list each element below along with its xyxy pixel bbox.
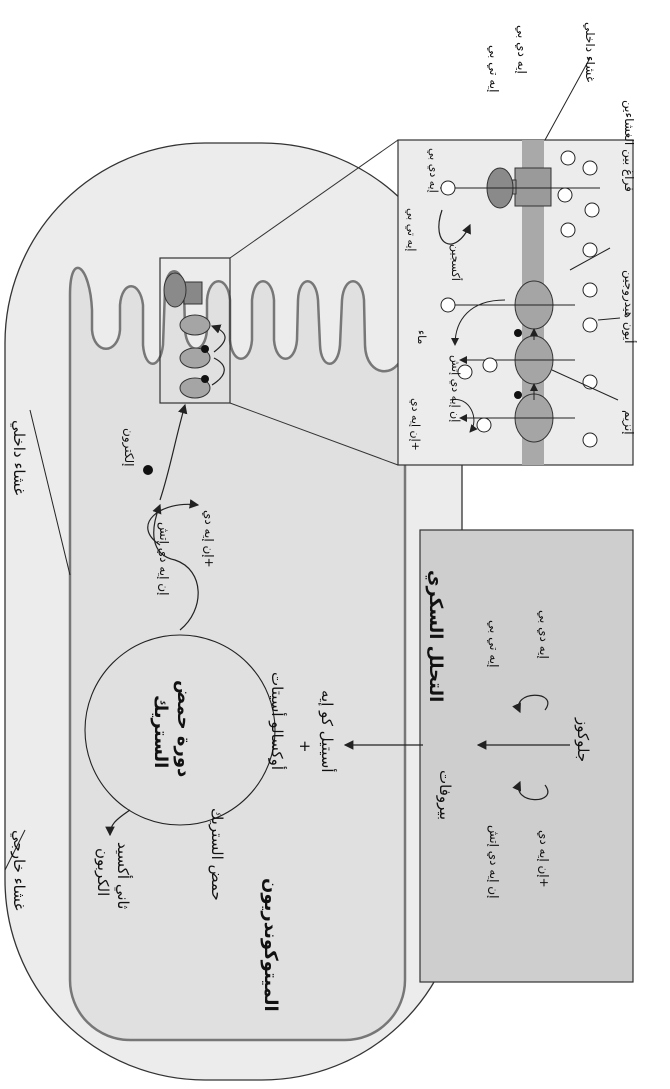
glycolysis-nad-loop (512, 780, 549, 801)
inset-nadh-label: إن إيه دي إتش (449, 355, 462, 422)
inset-source-box (159, 257, 231, 404)
glycolysis-nad-label: إن إيه دي+ (537, 830, 551, 888)
atp-synthase-small-stalk (183, 281, 203, 305)
outer-membrane-label: غشاء خارجي (9, 830, 28, 911)
pyruvate-label: بيروفات (436, 770, 454, 820)
electron-dot-inset-1 (514, 329, 522, 337)
glycolysis-adp-label: إيه دي بي (537, 610, 551, 659)
enzyme-small-2 (179, 347, 211, 369)
enzyme-small-1 (179, 314, 211, 336)
inset-connector-bottom (229, 402, 399, 466)
inner-membrane-left-pointer (29, 409, 71, 576)
atp-synthase-stalk (514, 167, 552, 207)
glycolysis-nadh-label: إن إيه دي إتش (486, 825, 501, 898)
water-label: ماء (415, 330, 428, 345)
nadh-loop-arrow (152, 503, 199, 631)
inner-membrane-pointer (544, 57, 591, 141)
inset-inner-membrane-label: غشاء داخلي (583, 22, 597, 82)
electron-dot-small-2 (201, 375, 209, 383)
inset-adp-label: إيه دي بي (515, 25, 529, 74)
glycolysis-atp-label: إيه تي بي (487, 620, 501, 667)
oxygen-label: أكسجين (449, 244, 463, 281)
oxaloacetate-label: أوكسالو أسيتات (268, 672, 287, 770)
inset-connector-top (229, 139, 399, 259)
oxygen-to-water-arrow (451, 299, 506, 346)
nadh-label: إن إيه دي إتش (156, 522, 171, 595)
electron-dot-small-1 (201, 345, 209, 353)
glycolysis-title: التحلل السكري (425, 570, 446, 702)
intermembrane-space-label: فراغ بين الغشاءين (621, 100, 636, 192)
inset-nad-label: إن إيه دي+ (409, 398, 422, 451)
enzyme-pointer (551, 369, 619, 401)
outer-membrane-pointer (4, 829, 26, 871)
hydrogen-ion-label: أيون هيدروجين (621, 270, 637, 344)
krebs-title-line1: دورة حمض (173, 680, 194, 777)
enzyme-label: إنزيم (621, 410, 636, 435)
intermembrane-space-pointer (569, 247, 611, 271)
co2-label-line1: ثاني أكسيد (113, 842, 133, 909)
hydrogen-ion-group-outer (557, 150, 600, 448)
inset-inner-adp-label: إيه دي بي (427, 148, 440, 193)
electron-dot-main (143, 465, 153, 475)
glucose-label: جلوكوز (574, 717, 592, 762)
electron-to-chain-arrow (159, 403, 188, 501)
acetyl-coa-label: أسيتيل كو إيه (318, 690, 337, 773)
electron-label: إلكترون (121, 428, 136, 466)
co2-release-arrow (105, 809, 131, 837)
atp-synthase-arrow (438, 209, 471, 245)
glycolysis-box (419, 529, 634, 983)
krebs-title-line2: الستريك (150, 695, 171, 768)
nad-label: إن إيه دي+ (202, 510, 216, 568)
electron-path-small (212, 326, 226, 386)
hydrogen-ion-pointer (597, 317, 621, 321)
electron-dot-inset-2 (514, 391, 522, 399)
hydrogen-ion-group-inner (440, 180, 498, 433)
nad-return-arrow (147, 499, 200, 546)
inset-atp-label: إيه تي بي (487, 45, 501, 92)
nadh-arrow-inset (449, 398, 478, 433)
mitochondrion-label: الميتوكوندريون (260, 878, 281, 1012)
inner-membrane-label: غشاء داخلي (9, 420, 28, 495)
co2-label-line2: الكربون (94, 848, 112, 896)
citric-acid-label: حمض الستريك (208, 808, 226, 901)
plus-sign: + (296, 740, 314, 753)
enzyme-small-3 (179, 377, 211, 399)
krebs-cycle-ring (84, 634, 276, 826)
atp-synthase-small-head (163, 272, 187, 308)
inset-inner-atp-label: إيه تي بي (405, 208, 418, 251)
glycolysis-atp-loop (512, 694, 549, 714)
